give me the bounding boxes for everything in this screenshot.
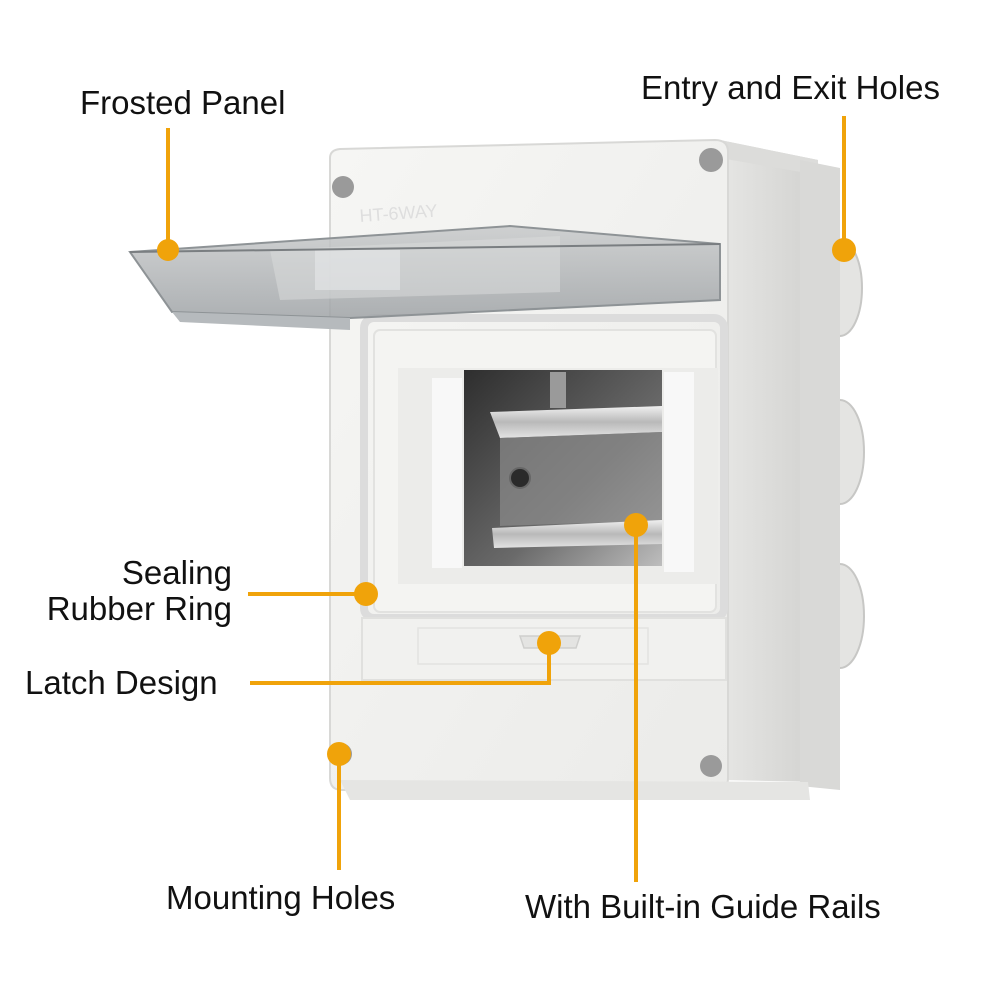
- dot-mounting-holes: [327, 742, 351, 766]
- callout-frosted-panel: Frosted Panel: [80, 84, 286, 121]
- interior: [398, 368, 718, 584]
- rail-screw: [509, 467, 531, 489]
- callout-mounting-holes: Mounting Holes: [166, 879, 396, 916]
- din-guide-rail: [490, 372, 662, 548]
- callout-latch-design: Latch Design: [25, 664, 218, 701]
- callout-leaders: [166, 116, 846, 882]
- callout-sealing-line-1: Sealing: [121, 554, 232, 591]
- dot-guide-rails: [624, 513, 648, 537]
- enclosure-side: [720, 140, 865, 790]
- callout-guide-rails: With Built-in Guide Rails: [525, 888, 881, 925]
- dot-entry-holes: [832, 238, 856, 262]
- callout-entry-exit-holes: Entry and Exit Holes: [641, 69, 940, 106]
- dot-frosted-panel: [157, 239, 179, 261]
- mounting-hole-top-right: [699, 148, 723, 172]
- callout-sealing-line-2: Rubber Ring: [46, 590, 232, 627]
- leader-latch: [250, 643, 551, 685]
- mounting-hole-top-left: [332, 176, 354, 198]
- dot-sealing-ring: [354, 582, 378, 606]
- callout-dots: [157, 238, 856, 766]
- frosted-panel-lid: [128, 224, 721, 330]
- callout-sealing-rubber-ring: Sealing Rubber Ring: [25, 555, 232, 627]
- dot-latch: [537, 631, 561, 655]
- mounting-hole-bottom-right: [700, 755, 722, 777]
